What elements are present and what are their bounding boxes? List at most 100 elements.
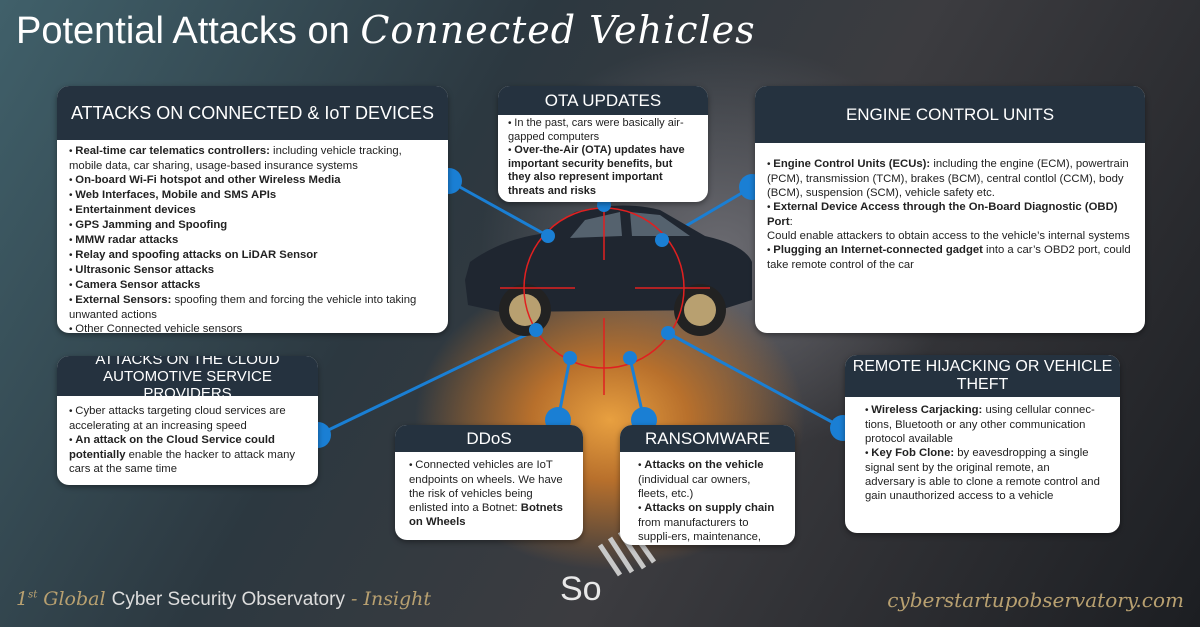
item-text: In the past, cars were basically air-gap… (508, 117, 684, 143)
list-item: External Sensors: spoofing them and forc… (69, 293, 436, 322)
item-bold: Wireless Carjacking: (871, 404, 983, 416)
item-text: using cellular connec-tions, Bluetooth o… (865, 404, 1095, 445)
title-script: Connected Vehicles (360, 8, 756, 52)
item-bold: Web Interfaces, Mobile and SMS APIs (75, 189, 277, 201)
box-title: ATTACKS ON THE CLOUD AUTOMOTIVE SERVICE … (57, 356, 318, 402)
connector-line (317, 328, 537, 437)
page-title: Potential Attacks on Connected Vehicles (16, 8, 756, 53)
list-item: Real-time car telematics controllers: in… (69, 144, 436, 173)
target-dot (541, 229, 555, 243)
list-item: On-board Wi-Fi hotspot and other Wireles… (69, 173, 436, 188)
item-text: including the engine (ECM), powertrain (… (767, 158, 1129, 199)
list-item: Engine Control Units (ECUs): including t… (767, 157, 1133, 200)
box-title: REMOTE HIJACKING OR VEHICLE THEFT (845, 355, 1120, 397)
box-ransomware: RANSOMWARE Attacks on the vehicle (indivi… (620, 425, 795, 545)
box-title: OTA UPDATES (498, 86, 708, 115)
item-text: into a car’s OBD2 port, could take remot… (767, 244, 1131, 271)
list-item: Plugging an Internet-connected gadget in… (767, 243, 1133, 272)
item-bold: Ultrasonic Sensor attacks (75, 264, 215, 276)
item-bold: Attacks on the vehicle (644, 459, 764, 471)
bullet-list: In the past, cars were basically air-gap… (498, 115, 708, 200)
list-item: Cyber attacks targeting cloud services a… (69, 404, 306, 433)
item-bold: Relay and spoofing attacks on LiDAR Sens… (75, 249, 318, 261)
footer-first: 1 (16, 588, 29, 610)
bullet-list: Attacks on the vehicle (individual car o… (620, 452, 795, 545)
box-iot-attacks: ATTACKS ON CONNECTED & IoT DEVICES Real-t… (57, 86, 448, 333)
bullet-list: Real-time car telematics controllers: in… (57, 140, 448, 333)
connector-line (448, 179, 549, 238)
item-bold: An attack on the Cloud Service could pot… (69, 434, 275, 461)
target-dot (623, 351, 637, 365)
item-text: : (789, 216, 793, 228)
box-title: ENGINE CONTROL UNITS (755, 86, 1145, 143)
item-bold: Key Fob Clone: (871, 447, 955, 459)
list-item: Over-the-Air (OTA) updates have importan… (508, 144, 698, 198)
item-bold: Over-the-Air (OTA) updates have importan… (508, 144, 685, 197)
item-bold: On-board Wi-Fi hotspot and other Wireles… (75, 174, 341, 186)
bullet-list: Connected vehicles are IoT endpoints on … (395, 452, 583, 535)
list-item: Web Interfaces, Mobile and SMS APIs (69, 188, 436, 203)
target-dot (529, 323, 543, 337)
item-text: Cyber attacks targeting cloud services a… (69, 405, 286, 432)
bullet-list: Engine Control Units (ECUs): including t… (755, 143, 1145, 276)
connector-line (667, 331, 844, 430)
list-item: MMW radar attacks (69, 233, 436, 248)
list-item: An attack on the Cloud Service could pot… (69, 433, 306, 476)
item-bold: External Device Access through the On-Bo… (767, 201, 1118, 228)
footer-brand: 1st Global Cyber Security Observatory - … (16, 588, 431, 611)
footer-global: Global (37, 588, 112, 610)
footer-sup: st (28, 589, 38, 601)
item-text: from manufacturers to suppli-ers, mainte… (638, 517, 762, 543)
footer-name: Cyber Security Observatory (111, 589, 345, 610)
item-bold: External Sensors: (75, 294, 172, 306)
item-bold: Real-time car telematics controllers: (75, 145, 270, 157)
box-ddos: DDoS Connected vehicles are IoT endpoints… (395, 425, 583, 540)
target-dot (655, 233, 669, 247)
item-text: enable the hacker to attack many cars at… (69, 449, 296, 475)
list-item: Entertainment devices (69, 203, 436, 218)
item-bold: Plugging an Internet-connected gadget (773, 244, 983, 256)
title-main: Potential Attacks on (16, 10, 350, 52)
list-item: Key Fob Clone: by eavesdropping a single… (865, 446, 1100, 503)
list-item: Ultrasonic Sensor attacks (69, 263, 436, 278)
item-text: (individual car owners, fleets, etc.) (638, 474, 751, 500)
box-remote-hijacking: REMOTE HIJACKING OR VEHICLE THEFT Wireles… (845, 355, 1120, 533)
item-bold: MMW radar attacks (75, 234, 179, 246)
list-item: External Device Access through the On-Bo… (767, 200, 1133, 243)
item-bold: Entertainment devices (75, 204, 196, 216)
logo: So (560, 570, 602, 608)
bullet-list: Wireless Carjacking: using cellular conn… (845, 397, 1120, 509)
box-title: RANSOMWARE (620, 425, 795, 452)
list-item: Relay and spoofing attacks on LiDAR Sens… (69, 248, 436, 263)
list-item: Connected vehicles are IoT endpoints on … (409, 458, 569, 529)
list-item: Camera Sensor attacks (69, 278, 436, 293)
box-title: DDoS (395, 425, 583, 452)
box-cloud-attacks: ATTACKS ON THE CLOUD AUTOMOTIVE SERVICE … (57, 356, 318, 485)
item-bold: Camera Sensor attacks (75, 279, 201, 291)
box-engine-control-units: ENGINE CONTROL UNITS Engine Control Units… (755, 86, 1145, 333)
item-text: Other Connected vehicle sensors (75, 323, 243, 333)
bullet-list: Cyber attacks targeting cloud services a… (57, 396, 318, 480)
item-bold: GPS Jamming and Spoofing (75, 219, 228, 231)
item-text: by eavesdropping a single signal sent by… (865, 447, 1100, 502)
box-ota-updates: OTA UPDATESIn the past, cars were basica… (498, 86, 708, 202)
item-text: including vehicle tracking, mobile data,… (69, 145, 402, 172)
list-item: Other Connected vehicle sensors (69, 322, 436, 333)
item-text: spoofing them and forcing the vehicle in… (69, 294, 417, 321)
list-item: Attacks on the vehicle (individual car o… (638, 458, 777, 501)
list-item: In the past, cars were basically air-gap… (508, 117, 698, 144)
footer-url[interactable]: cyberstartupobservatory.com (887, 588, 1184, 612)
target-dot (563, 351, 577, 365)
wheel (499, 284, 551, 336)
footer-insight: - Insight (344, 588, 432, 610)
item-bold: Engine Control Units (ECUs): (773, 158, 931, 170)
wheel (674, 284, 726, 336)
item-text: Could enable attackers to obtain access … (767, 230, 1130, 242)
target-dot (661, 326, 675, 340)
list-item: Wireless Carjacking: using cellular conn… (865, 403, 1100, 446)
list-item: GPS Jamming and Spoofing (69, 218, 436, 233)
box-title: ATTACKS ON CONNECTED & IoT DEVICES (57, 86, 448, 140)
item-bold: Attacks on supply chain (644, 502, 775, 514)
item-text: Connected vehicles are IoT endpoints on … (409, 459, 563, 514)
